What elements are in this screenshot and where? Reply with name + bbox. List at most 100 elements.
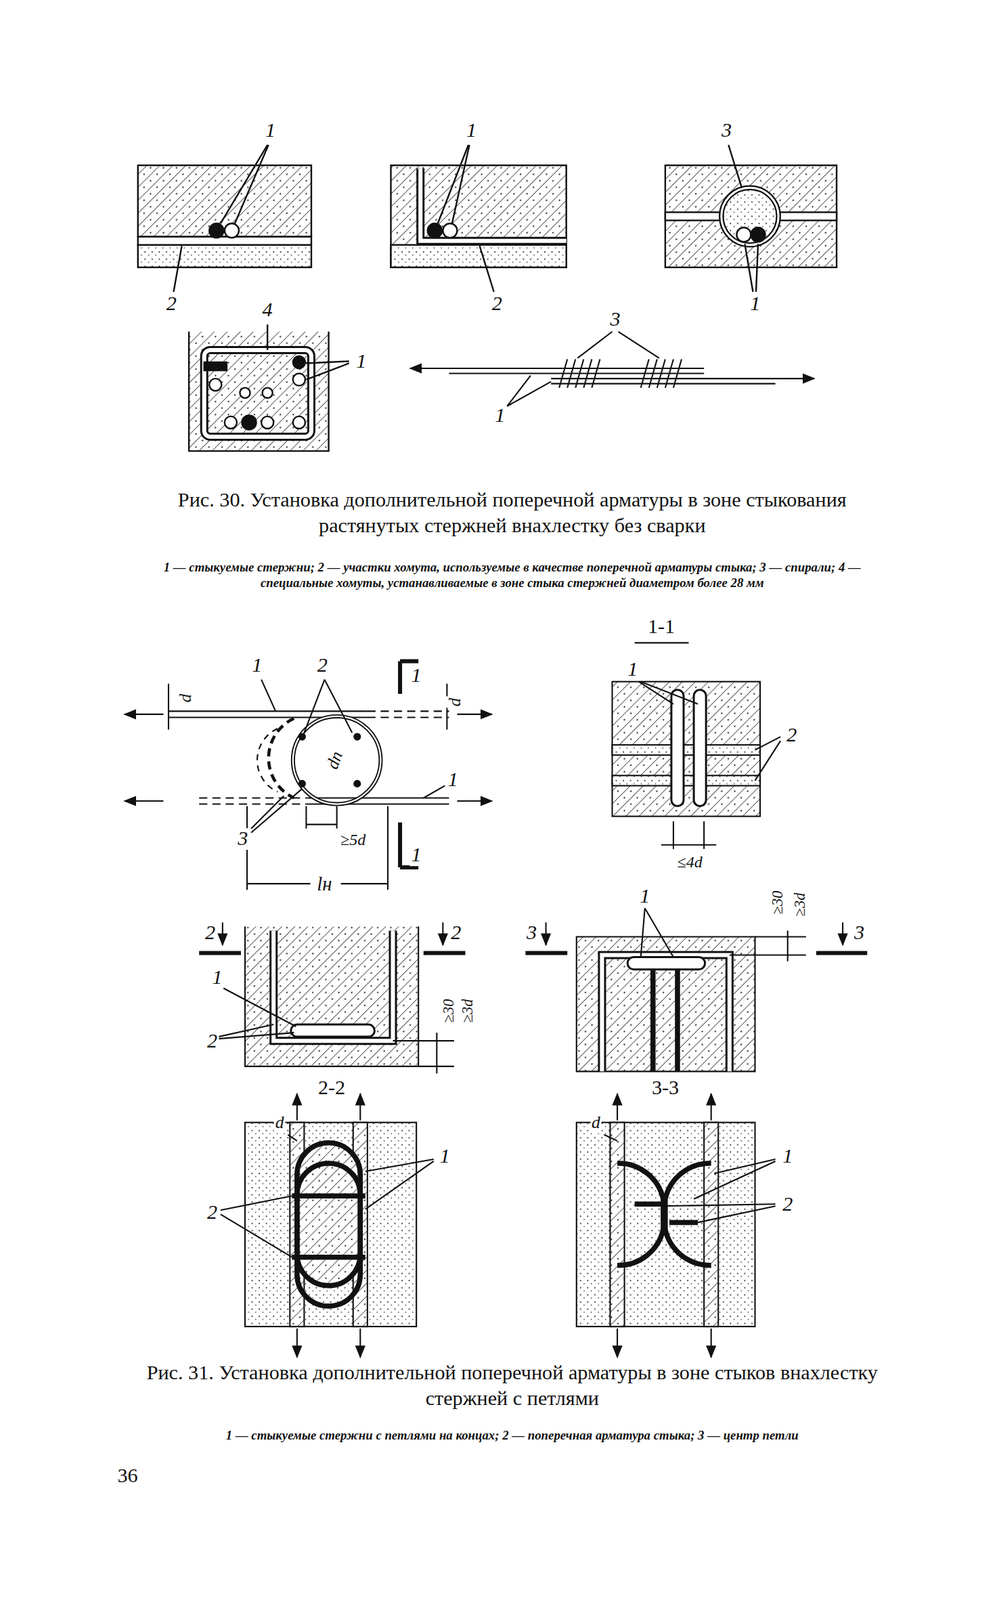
callout-number: 1 bbox=[211, 966, 225, 989]
panel-e-part bbox=[559, 358, 600, 388]
section-2-2-part bbox=[222, 987, 297, 1027]
section-2-2-part bbox=[435, 1032, 438, 1073]
loop-joint-left-part bbox=[220, 1213, 292, 1257]
panel-c-part bbox=[721, 187, 779, 245]
plan-view-part bbox=[257, 728, 278, 792]
section-1-1-part bbox=[755, 740, 782, 781]
loop-joint-left-part bbox=[220, 1195, 292, 1210]
callout-number: 4 bbox=[260, 299, 274, 321]
section-1-1-part bbox=[634, 641, 690, 643]
plan-view-part bbox=[167, 683, 170, 730]
section-3-3-part bbox=[525, 950, 568, 956]
panel-d bbox=[188, 324, 350, 451]
loop-joint-left-part bbox=[365, 1160, 434, 1209]
figure-caption: Рис. 30. Установка дополнительной попере… bbox=[134, 487, 891, 540]
loop-joint-right bbox=[576, 1093, 776, 1358]
section-mark: 1 bbox=[410, 844, 424, 867]
section-1-1-part bbox=[671, 689, 684, 807]
panel-a-part bbox=[138, 245, 312, 268]
section-3-3-part bbox=[601, 955, 729, 1072]
loop-joint-left-part bbox=[291, 1192, 366, 1198]
panel-e-part bbox=[506, 375, 531, 407]
section-3-3-part bbox=[755, 935, 807, 937]
callout-number: 2 bbox=[205, 1201, 219, 1224]
panel-b-part bbox=[391, 165, 567, 268]
caption-legend: 1 — стыкуемые стержни; 2 — участки хомут… bbox=[144, 558, 880, 591]
plan-view bbox=[124, 661, 493, 891]
plan-view-part bbox=[456, 713, 492, 715]
callout-number: 2 bbox=[165, 293, 179, 315]
section-2-2-part bbox=[393, 1039, 455, 1041]
plan-view-part bbox=[168, 709, 368, 712]
section-2-2 bbox=[198, 921, 465, 1073]
callout-number: 2 bbox=[785, 724, 798, 746]
callout-number: 1 bbox=[464, 119, 478, 142]
plan-view-part bbox=[299, 733, 306, 740]
dimension-label: d bbox=[274, 1113, 286, 1132]
panel-d-part bbox=[262, 387, 273, 398]
plan-view-part bbox=[367, 716, 450, 718]
section-title: 3-3 bbox=[650, 1076, 681, 1099]
panel-d-part bbox=[261, 416, 274, 429]
loop-joint-right-part bbox=[665, 1162, 712, 1265]
dimension-label: ≥30 bbox=[769, 888, 786, 916]
section-3-3-part bbox=[787, 929, 789, 961]
loop-joint-right-part bbox=[669, 1219, 698, 1226]
section-1-1-part bbox=[612, 744, 761, 755]
section-mark: 1 bbox=[410, 664, 424, 687]
callout-number: 1 bbox=[250, 654, 264, 677]
panel-d-part bbox=[305, 360, 349, 363]
loop-joint-left-part bbox=[291, 1254, 366, 1260]
callout-number: 1 bbox=[446, 768, 460, 791]
plan-view-part bbox=[251, 788, 302, 833]
panel-d-part bbox=[204, 349, 312, 437]
loop-joint-right-part bbox=[714, 1158, 775, 1173]
plan-view-part bbox=[198, 802, 306, 805]
panel-d-part bbox=[266, 324, 269, 350]
panel-b-part bbox=[479, 245, 495, 292]
section-title: 2-2 bbox=[316, 1076, 347, 1099]
loop-joint-right-part bbox=[610, 1122, 625, 1326]
plan-view-part bbox=[397, 661, 403, 694]
dimension-label: dп bbox=[322, 747, 347, 773]
section-3-3-part bbox=[601, 955, 729, 1072]
callout-number: 2 bbox=[205, 1030, 219, 1052]
loop-joint-right-part bbox=[634, 1201, 662, 1207]
plan-view-part bbox=[261, 679, 276, 712]
section-3-3-part bbox=[645, 907, 674, 957]
panel-d-part bbox=[293, 356, 306, 369]
page-number: 36 bbox=[115, 1464, 139, 1487]
section-3-3-part bbox=[545, 921, 547, 945]
panel-e-part bbox=[448, 372, 704, 375]
panel-a-part bbox=[220, 144, 268, 224]
plan-view-part bbox=[341, 882, 388, 884]
plan-view-part bbox=[353, 780, 361, 787]
section-1-1-part bbox=[640, 681, 698, 704]
panel-a-part bbox=[224, 223, 239, 238]
panel-b-part bbox=[420, 168, 567, 241]
loop-joint-left-part bbox=[365, 1158, 434, 1171]
plan-view-part bbox=[124, 800, 164, 802]
panel-c-part bbox=[728, 144, 742, 188]
panel-e-part bbox=[618, 331, 660, 359]
panel-d-part bbox=[241, 414, 256, 430]
loop-joint-right-part bbox=[661, 1203, 776, 1206]
loop-joint-right-part bbox=[603, 1134, 618, 1141]
loop-joint-right-part bbox=[703, 1122, 719, 1326]
callout-number: 1 bbox=[781, 1145, 794, 1167]
panel-a bbox=[138, 144, 312, 292]
dimension-label: ≥30 bbox=[441, 996, 458, 1024]
callout-number: 1 bbox=[638, 885, 652, 907]
section-1-1-part bbox=[661, 844, 717, 846]
section-3-3-part bbox=[650, 969, 656, 1072]
dimension-label: ≤4d bbox=[676, 853, 704, 871]
loop-joint-right-part bbox=[616, 1327, 618, 1357]
dimension-label: d bbox=[446, 696, 465, 708]
panel-b-part bbox=[437, 144, 469, 224]
panel-a-part bbox=[138, 236, 312, 246]
callout-number: 3 bbox=[609, 308, 623, 331]
panel-c-part bbox=[665, 165, 837, 268]
plan-view-part bbox=[397, 822, 403, 868]
panel-b-part bbox=[442, 223, 457, 238]
